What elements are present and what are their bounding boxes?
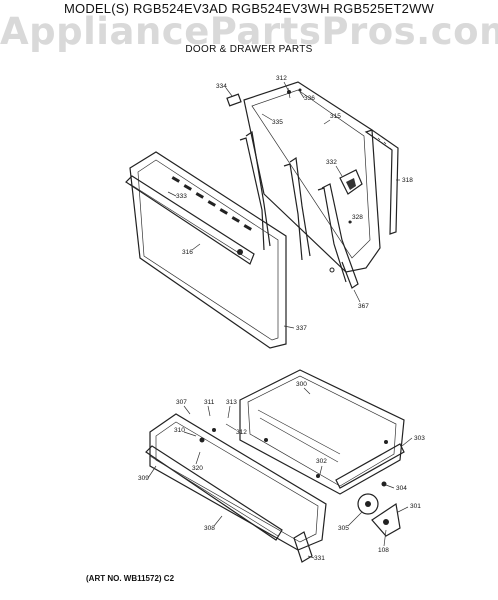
callout-336: 336 (304, 95, 315, 102)
callout-333: 333 (176, 193, 187, 200)
drawer-rail (335, 443, 405, 489)
callout-367: 367 (358, 303, 369, 310)
callout-303: 303 (414, 435, 425, 442)
callout-307: 307 (176, 399, 187, 406)
section-title: DOOR & DRAWER PARTS (185, 44, 313, 55)
callout-315: 315 (330, 113, 341, 120)
drawer-bracket (293, 531, 313, 563)
outer-door-panel (129, 151, 287, 349)
callout-337: 337 (296, 325, 307, 332)
callout-320: 320 (192, 465, 203, 472)
callout-334: 334 (216, 83, 227, 90)
callout-311: 311 (204, 399, 215, 406)
callout-108: 108 (378, 547, 389, 554)
callout-335: 335 (272, 119, 283, 126)
callout-305: 305 (338, 525, 349, 532)
callout-309: 309 (138, 475, 149, 482)
callout-312b: 312 (236, 429, 247, 436)
callout-labels: 334 312 336 335 315 332 318 333 328 316 … (138, 75, 425, 562)
drawer-handle (145, 445, 283, 541)
art-number: (ART NO. WB11572) C2 (86, 574, 175, 583)
callout-312: 312 (276, 75, 287, 82)
callout-318: 318 (402, 177, 413, 184)
callout-316: 316 (182, 249, 193, 256)
drawer-stop-bracket (371, 502, 401, 537)
callout-310: 310 (174, 427, 185, 434)
door-latch (339, 169, 363, 195)
screw-304 (381, 481, 387, 487)
callout-331: 331 (314, 555, 325, 562)
callout-301: 301 (410, 503, 421, 510)
vent-slots (171, 176, 252, 231)
drawer-body (239, 369, 405, 495)
door-handle (125, 175, 255, 265)
door-hinge-rods (239, 130, 359, 289)
callout-332: 332 (326, 159, 337, 166)
drawer-roller (357, 493, 379, 515)
watermark: AppliancePartsPros.com (0, 10, 498, 53)
callout-302: 302 (316, 458, 327, 465)
callout-300: 300 (296, 381, 307, 388)
callout-328: 328 (352, 214, 363, 221)
side-trim (364, 129, 399, 235)
door-inner-frame (243, 81, 381, 273)
model-list: MODEL(S) RGB524EV3AD RGB524EV3WH RGB525E… (63, 1, 435, 16)
callout-308: 308 (204, 525, 215, 532)
hinge-bracket (226, 93, 242, 107)
callout-313: 313 (226, 399, 237, 406)
callout-304: 304 (396, 485, 407, 492)
